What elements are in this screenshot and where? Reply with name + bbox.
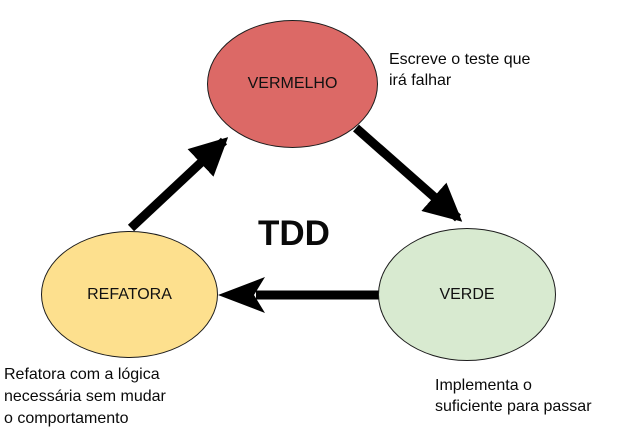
node-refatora-label: REFATORA [87,285,172,303]
arrow-vermelho-to-verde [353,124,463,222]
arrow-verde-to-refatora [218,277,379,313]
node-vermelho: VERMELHO [207,20,378,148]
annotation-line: Refatora com a lógica [4,366,160,383]
annotation-line: Implementa o [435,377,532,394]
annotation-line: suficiente para passar [435,398,592,415]
diagram-title: TDD [258,214,330,253]
annotation-line: o comportamento [4,410,129,427]
node-verde-label: VERDE [439,285,495,303]
annotation-refatora: Refatora com a lógica necessária sem mud… [4,364,166,430]
node-vermelho-label: VERMELHO [247,75,338,92]
annotation-verde: Implementa o suficiente para passar [435,375,592,417]
annotation-line: irá falhar [389,72,452,89]
arrow-refatora-to-vermelho [127,137,229,232]
annotation-line: Escreve o teste que [389,51,531,68]
annotation-line: necessária sem mudar [4,388,166,405]
annotation-vermelho: Escreve o teste que irá falhar [389,49,530,91]
node-verde: VERDE [378,228,556,361]
node-refatora: REFATORA [41,231,218,358]
barbed-arrowhead-icon [218,277,265,313]
